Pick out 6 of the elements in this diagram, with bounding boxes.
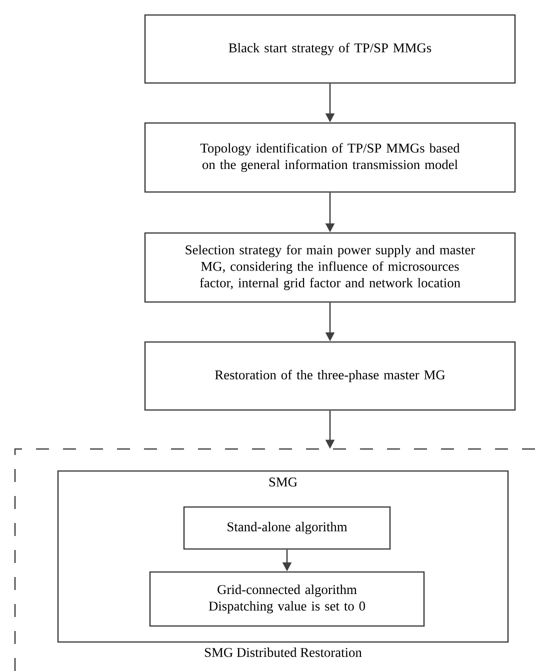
process-box: Topology identification of TP/SP MMGs based on the general information transmission model [144,122,516,193]
process-box: Stand-alone algorithm [183,506,391,550]
process-box: Black start strategy of TP/SP MMGs [144,14,516,84]
process-box: Restoration of the three-phase master MG [144,341,516,411]
process-box: Selection strategy for main power supply and master MG, considering the influence of microsources factor, internal grid factor and network location [144,232,516,303]
process-box: Grid-connected algorithm Dispatching value is set to 0 [149,571,425,627]
